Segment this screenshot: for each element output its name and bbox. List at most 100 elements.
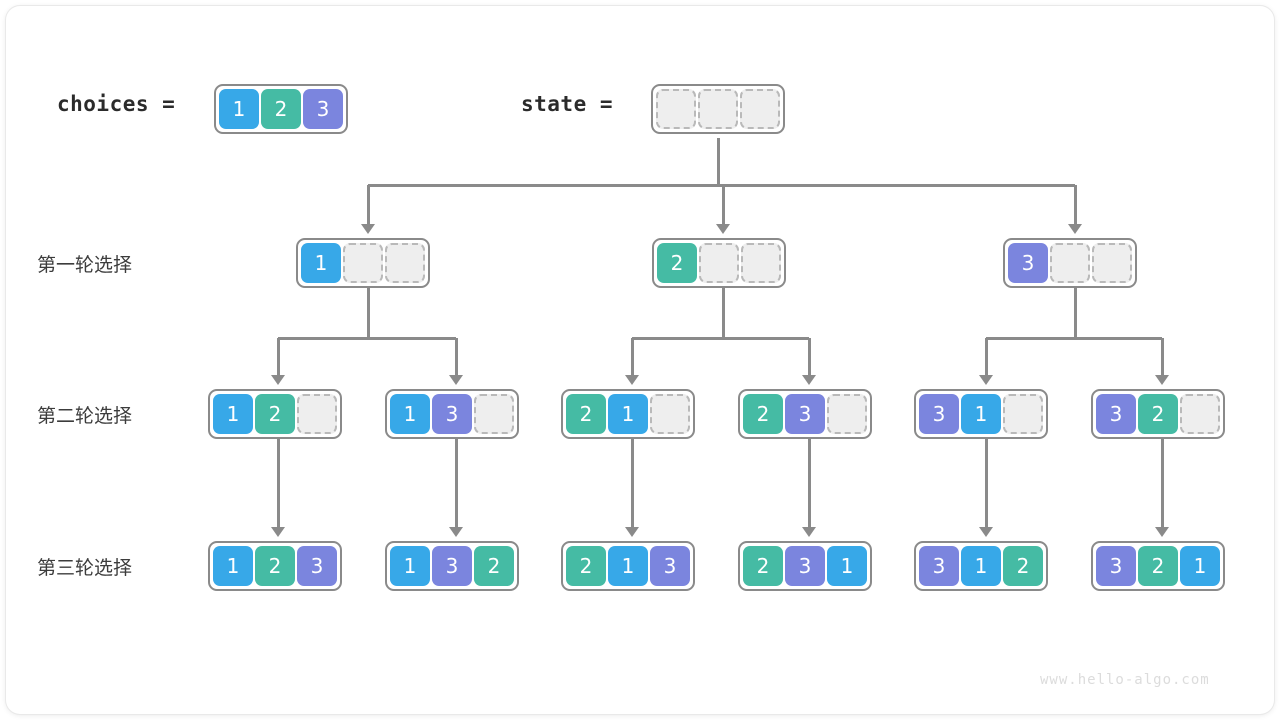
trunk-level-3-3 bbox=[807, 439, 811, 529]
drop-level-1-2 bbox=[1073, 185, 1077, 226]
diagram-frame bbox=[6, 6, 1274, 714]
level1-0-cell-0: 1 bbox=[301, 243, 341, 283]
drop-level-2-4 bbox=[984, 338, 988, 377]
arrow-level-3-5 bbox=[1155, 527, 1169, 537]
row-label-level-3: 第三轮选择 bbox=[37, 557, 133, 579]
level3-1-cell-1: 3 bbox=[432, 546, 472, 586]
watermark: www.hello-algo.com bbox=[1040, 672, 1210, 688]
drop-level-1-1 bbox=[721, 185, 725, 226]
arrow-level-3-0 bbox=[271, 527, 285, 537]
bus-level-2-parent-0 bbox=[278, 336, 456, 340]
state-cell-2 bbox=[740, 89, 780, 129]
level2-5-cell-0: 3 bbox=[1096, 394, 1136, 434]
state-cell-0 bbox=[656, 89, 696, 129]
arrow-level-3-1 bbox=[449, 527, 463, 537]
level1-1-cell-0: 2 bbox=[657, 243, 697, 283]
arrow-level-2-5 bbox=[1155, 375, 1169, 385]
choices-label: choices = bbox=[57, 92, 176, 116]
level1-2-cell-1 bbox=[1050, 243, 1090, 283]
level2-0-cell-2 bbox=[297, 394, 337, 434]
level3-5-cell-2: 1 bbox=[1180, 546, 1220, 586]
arrow-level-2-2 bbox=[625, 375, 639, 385]
level2-4-cell-2 bbox=[1003, 394, 1043, 434]
level3-0-cell-0: 1 bbox=[213, 546, 253, 586]
drop-level-2-0 bbox=[276, 338, 280, 377]
state-label: state = bbox=[521, 92, 614, 116]
level3-2-cell-2: 3 bbox=[650, 546, 690, 586]
level3-5-cell-0: 3 bbox=[1096, 546, 1136, 586]
drop-level-1-0 bbox=[366, 185, 370, 226]
trunk-level-3-1 bbox=[454, 439, 458, 529]
level2-2-cell-1: 1 bbox=[608, 394, 648, 434]
bus-level-2-parent-1 bbox=[632, 336, 809, 340]
level3-4-cell-2: 2 bbox=[1003, 546, 1043, 586]
arrow-level-3-4 bbox=[979, 527, 993, 537]
level1-1-cell-2 bbox=[741, 243, 781, 283]
bus-level-2-parent-2 bbox=[986, 336, 1162, 340]
drop-level-2-5 bbox=[1160, 338, 1164, 377]
row-label-level-2: 第二轮选择 bbox=[37, 405, 133, 427]
row-label-level-1: 第一轮选择 bbox=[37, 254, 133, 276]
arrow-level-2-3 bbox=[802, 375, 816, 385]
level1-1-cell-1 bbox=[699, 243, 739, 283]
arrow-level-1-1 bbox=[716, 224, 730, 234]
level2-5-cell-1: 2 bbox=[1138, 394, 1178, 434]
level2-0-cell-1: 2 bbox=[255, 394, 295, 434]
level2-3-cell-1: 3 bbox=[785, 394, 825, 434]
trunk-level-2-parent-1 bbox=[721, 288, 725, 338]
level1-0-cell-2 bbox=[385, 243, 425, 283]
level1-0-cell-1 bbox=[343, 243, 383, 283]
choices-cell-1: 2 bbox=[261, 89, 301, 129]
level3-3-cell-2: 1 bbox=[827, 546, 867, 586]
level3-1-cell-0: 1 bbox=[390, 546, 430, 586]
level3-5-cell-1: 2 bbox=[1138, 546, 1178, 586]
level2-1-cell-0: 1 bbox=[390, 394, 430, 434]
trunk-level-3-5 bbox=[1160, 439, 1164, 529]
level3-4-cell-1: 1 bbox=[961, 546, 1001, 586]
choices-cell-2: 3 bbox=[303, 89, 343, 129]
arrow-level-2-1 bbox=[449, 375, 463, 385]
level2-1-cell-2 bbox=[474, 394, 514, 434]
drop-level-2-1 bbox=[454, 338, 458, 377]
level1-array-0: 1 bbox=[296, 238, 430, 288]
arrow-level-3-3 bbox=[802, 527, 816, 537]
level1-2-cell-0: 3 bbox=[1008, 243, 1048, 283]
arrow-level-1-0 bbox=[361, 224, 375, 234]
state-array bbox=[651, 84, 785, 134]
trunk-level-2-parent-0 bbox=[366, 288, 370, 338]
level1-2-cell-2 bbox=[1092, 243, 1132, 283]
level3-2-cell-0: 2 bbox=[566, 546, 606, 586]
level3-3-cell-0: 2 bbox=[743, 546, 783, 586]
level3-4-cell-0: 3 bbox=[919, 546, 959, 586]
arrow-level-3-2 bbox=[625, 527, 639, 537]
level2-4-cell-0: 3 bbox=[919, 394, 959, 434]
trunk-level-3-2 bbox=[630, 439, 634, 529]
level2-5-cell-2 bbox=[1180, 394, 1220, 434]
level2-2-cell-0: 2 bbox=[566, 394, 606, 434]
arrow-level-2-4 bbox=[979, 375, 993, 385]
level3-0-cell-2: 3 bbox=[297, 546, 337, 586]
drop-level-2-3 bbox=[807, 338, 811, 377]
level2-1-cell-1: 3 bbox=[432, 394, 472, 434]
level2-2-cell-2 bbox=[650, 394, 690, 434]
trunk-level-3-4 bbox=[984, 439, 988, 529]
drop-level-2-2 bbox=[630, 338, 634, 377]
level3-1-cell-2: 2 bbox=[474, 546, 514, 586]
trunk-state-down bbox=[716, 138, 720, 185]
level3-0-cell-1: 2 bbox=[255, 546, 295, 586]
arrow-level-1-2 bbox=[1068, 224, 1082, 234]
level2-3-cell-0: 2 bbox=[743, 394, 783, 434]
